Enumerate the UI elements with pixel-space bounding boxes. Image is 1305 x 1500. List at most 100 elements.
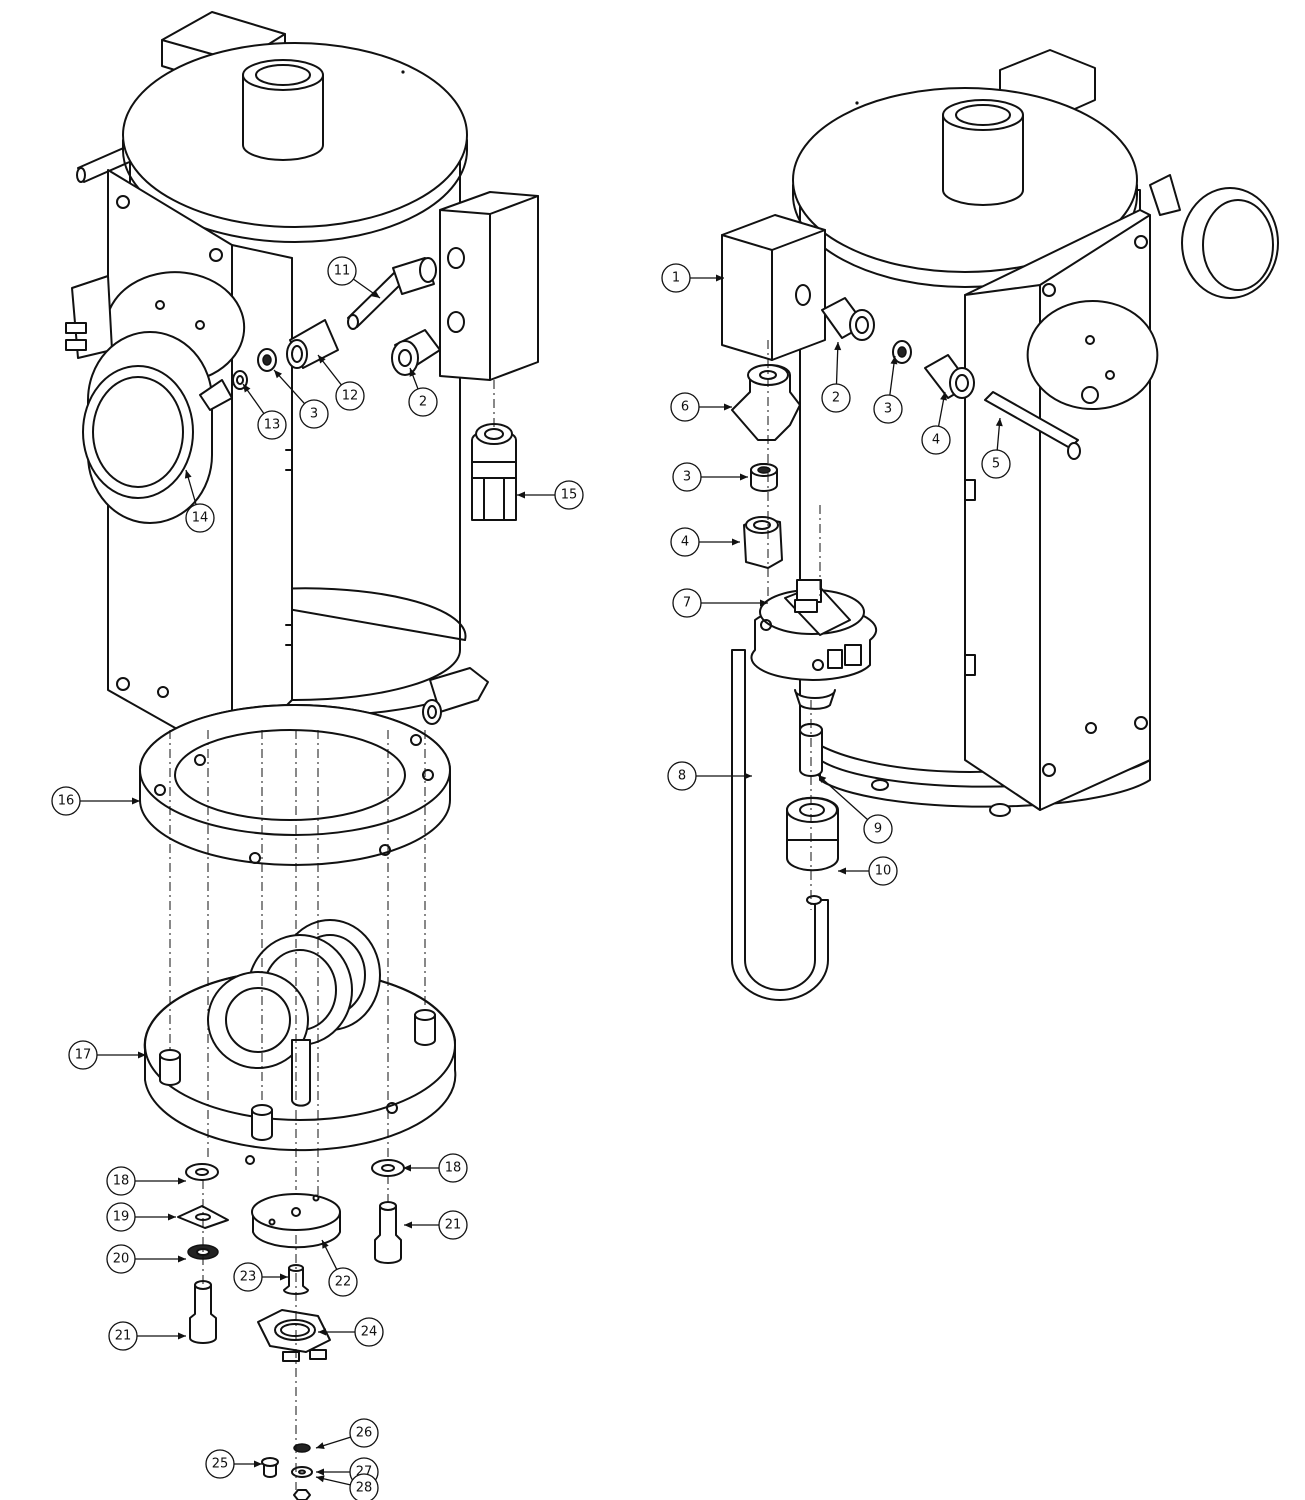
callout-number: 26 [356, 1426, 373, 1441]
callout-15: 15 [517, 480, 584, 510]
callout-arrowhead [834, 342, 842, 351]
callout-arrowhead [740, 473, 748, 481]
callout-bubble [438, 1210, 468, 1240]
callout-arrowhead [138, 1051, 146, 1059]
callout-7: 7 [672, 588, 768, 618]
callout-18: 18 [403, 1153, 468, 1183]
callout-16: 16 [51, 786, 140, 816]
callout-number: 2 [832, 391, 840, 406]
callout-number: 2 [419, 395, 427, 410]
callout-arrowhead [322, 1240, 329, 1249]
callout-number: 25 [212, 1457, 229, 1472]
callout-11: 11 [327, 256, 381, 299]
callout-arrowhead [243, 384, 251, 393]
callout-20: 20 [106, 1244, 186, 1274]
callout-bubble [68, 1040, 98, 1070]
callout-bubble [233, 1262, 263, 1292]
callout-number: 18 [445, 1161, 462, 1176]
callout-number: 15 [561, 488, 578, 503]
callout-arrowhead [760, 599, 768, 607]
callout-5: 5 [981, 417, 1011, 479]
callout-bubble [205, 1449, 235, 1479]
callout-arrowhead [178, 1255, 186, 1263]
callout-bubble [667, 761, 697, 791]
callout-bubble [863, 814, 893, 844]
callout-number: 19 [113, 1210, 130, 1225]
callout-number: 14 [192, 511, 209, 526]
callout-4: 4 [670, 527, 740, 557]
callout-17: 17 [68, 1040, 146, 1070]
callout-arrowhead [371, 290, 380, 298]
callout-28: 28 [315, 1473, 379, 1500]
callout-number: 24 [361, 1325, 378, 1340]
callout-arrowhead [403, 1164, 411, 1172]
callout-bubble [408, 387, 438, 417]
callout-number: 3 [884, 402, 892, 417]
callout-bubble [981, 449, 1011, 479]
callout-arrowhead [818, 775, 827, 783]
callout-arrowhead [940, 392, 947, 401]
callout-number: 10 [875, 864, 892, 879]
callout-arrowhead [280, 1273, 288, 1281]
callout-bubble [349, 1418, 379, 1448]
callout-arrowhead [409, 368, 417, 377]
callout-number: 6 [681, 400, 689, 415]
callout-bubble [438, 1153, 468, 1183]
callout-number: 20 [113, 1252, 130, 1267]
callout-bubble [335, 381, 365, 411]
callout-8: 8 [667, 761, 752, 791]
callout-arrowhead [724, 403, 732, 411]
callout-number: 3 [310, 407, 318, 422]
callout-number: 7 [683, 596, 691, 611]
callout-bubble [51, 786, 81, 816]
callout-14: 14 [184, 469, 215, 533]
callout-arrowhead [838, 867, 846, 875]
callout-arrowhead [178, 1332, 186, 1340]
callout-number: 17 [75, 1048, 92, 1063]
callout-2: 2 [821, 341, 851, 413]
callout-21: 21 [108, 1321, 186, 1351]
callout-arrowhead [318, 1328, 326, 1336]
callout-arrowhead [254, 1460, 262, 1468]
callout-number: 12 [342, 389, 359, 404]
callout-25: 25 [205, 1449, 262, 1479]
callout-number: 21 [115, 1329, 132, 1344]
callout-12: 12 [317, 354, 365, 411]
callout-1: 1 [661, 263, 724, 293]
callout-9: 9 [817, 774, 893, 844]
callout-number: 22 [335, 1275, 352, 1290]
callout-arrowhead [732, 538, 740, 546]
left-fittings [82, 257, 517, 524]
callout-number: 9 [874, 822, 882, 837]
right-fittings [731, 297, 1081, 1001]
callout-bubble [821, 383, 851, 413]
left-gasket-ring [139, 704, 451, 866]
callout-arrowhead [274, 370, 282, 379]
callout-arrowhead [716, 274, 724, 282]
callout-6: 6 [670, 392, 732, 422]
callout-arrowhead [184, 470, 192, 479]
callout-number: 4 [932, 433, 940, 448]
callout-bubble [299, 399, 329, 429]
callout-arrowhead [316, 1468, 324, 1476]
callout-22: 22 [321, 1239, 358, 1297]
callout-arrowhead [744, 772, 752, 780]
callout-3: 3 [273, 369, 329, 429]
callout-bubble [108, 1321, 138, 1351]
callout-bubble [257, 410, 287, 440]
callout-number: 11 [334, 264, 351, 279]
left-heater-flange [143, 919, 457, 1165]
right-centre-lines [767, 340, 821, 910]
callout-bubble [661, 263, 691, 293]
left-lower-hardware [177, 1159, 405, 1500]
callout-number: 21 [445, 1218, 462, 1233]
left-centre-lines [169, 380, 495, 1490]
callout-bubble [554, 480, 584, 510]
callout-bubble [328, 1267, 358, 1297]
callout-3: 3 [873, 355, 903, 424]
callout-bubble [185, 503, 215, 533]
callout-bubble [873, 394, 903, 424]
callout-number: 1 [672, 271, 680, 286]
